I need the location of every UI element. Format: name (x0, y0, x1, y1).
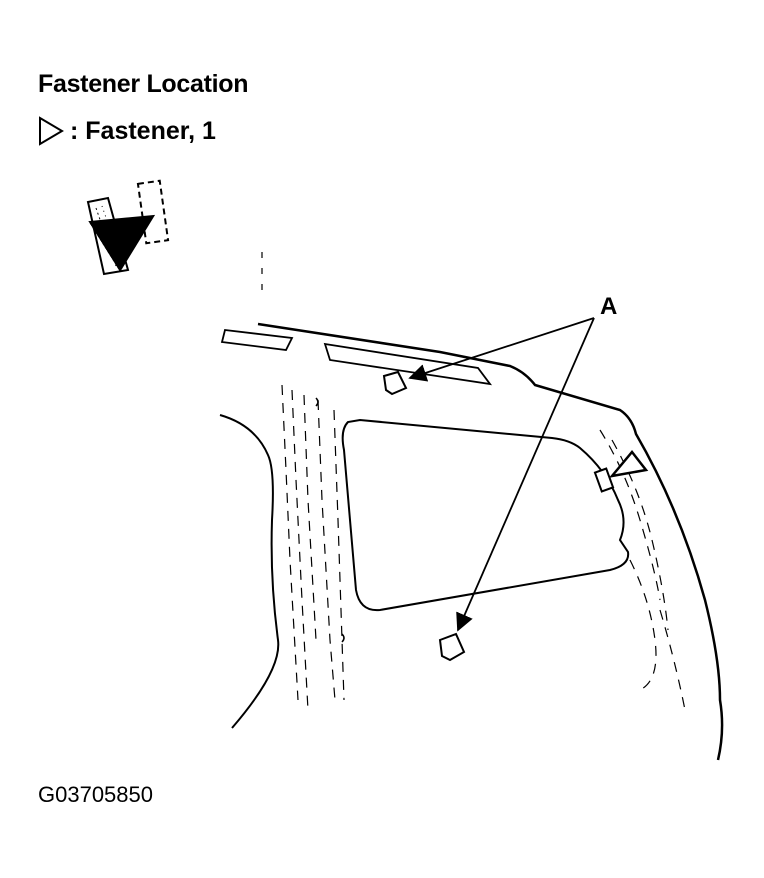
fastener-a-lower (438, 632, 466, 662)
figure-id: G03705850 (38, 782, 153, 807)
callout-a-label: A (600, 293, 617, 320)
legend-label: : Fastener, 1 (70, 116, 216, 145)
triangle-outline-icon (39, 116, 64, 146)
diagram-title: Fastener Location (38, 70, 249, 98)
callout-a-leaders (408, 317, 595, 632)
fastener-a-upper (382, 370, 408, 396)
legend-fastener: : Fastener, 1 (38, 116, 216, 146)
fastener-1-triangle (593, 450, 649, 493)
trim-panel-outline (219, 322, 724, 761)
fastener-detail-icon (86, 179, 170, 276)
